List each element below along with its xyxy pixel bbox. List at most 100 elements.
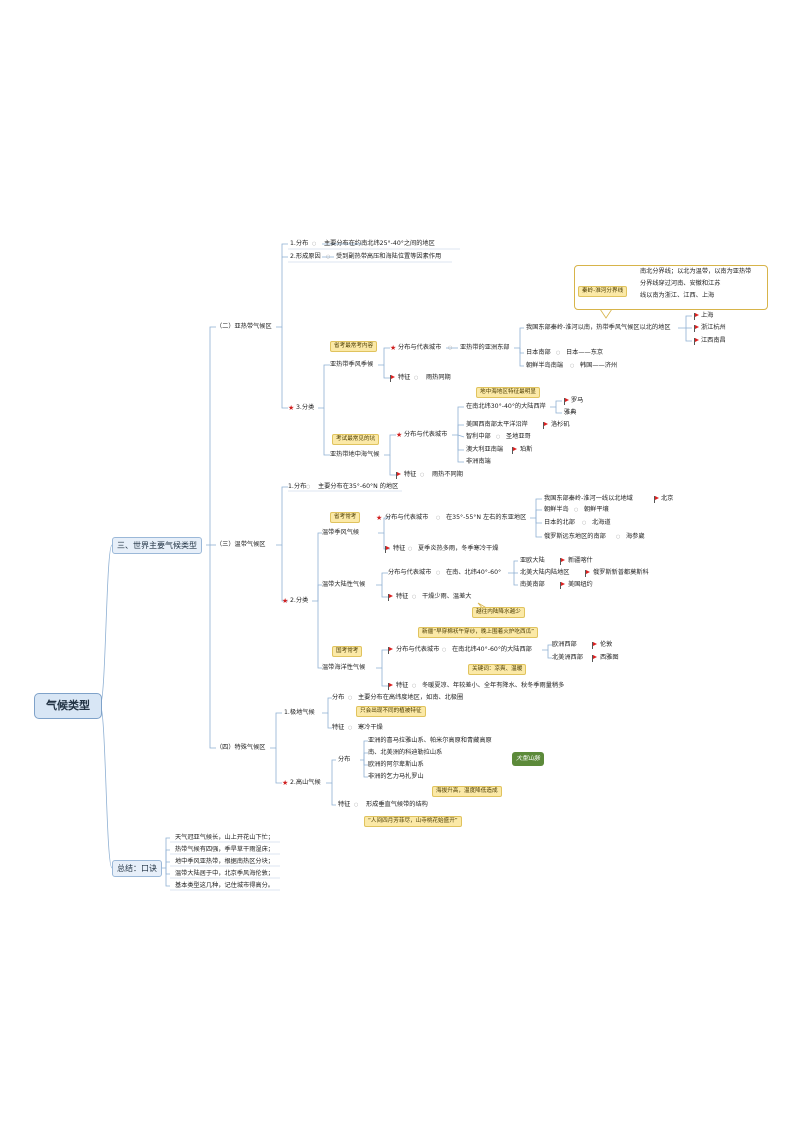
collapse-icon[interactable]: ○ xyxy=(574,507,579,513)
summary-line-4[interactable]: 温带大陆居于中，北京季风海伦敦； xyxy=(175,870,274,877)
alpine-climate[interactable]: 2.高山气候 xyxy=(290,779,321,786)
collapse-icon[interactable]: ○ xyxy=(616,534,621,540)
polar-feat-text[interactable]: 寒冷干燥 xyxy=(358,724,383,731)
collapse-icon[interactable]: ○ xyxy=(570,363,575,369)
city-perth[interactable]: 珀斯 xyxy=(520,446,533,453)
subtropical-monsoon-region[interactable]: 亚热带的亚洲东部 xyxy=(460,344,510,351)
continental-region[interactable]: 在南、北纬40°-60° xyxy=(446,569,502,576)
temperate-dist-text[interactable]: 主要分布在35°-60°N 的地区 xyxy=(318,483,399,490)
subtropical-dist-text[interactable]: 主要分布在约南北纬25°-40°之间的地区 xyxy=(324,240,435,247)
north-america-inland[interactable]: 北美大陆内陆地区 xyxy=(520,569,570,576)
city-rome[interactable]: 罗马 xyxy=(571,397,584,404)
subtropical-monsoon[interactable]: 亚热带季风季候 xyxy=(330,361,374,368)
subtropical-monsoon-feat-label[interactable]: 特征 xyxy=(398,374,411,381)
med-feat-text[interactable]: 雨热不同期 xyxy=(432,471,463,478)
city-newyork[interactable]: 美国纽约 xyxy=(568,581,593,588)
alpine-dist-2[interactable]: 南、北美洲的科迪勒拉山系 xyxy=(368,749,443,756)
temperate-monsoon-feat-text[interactable]: 夏季炎热多雨，冬季寒冷干燥 xyxy=(418,545,499,552)
continental-dist-label[interactable]: 分布与代表城市 xyxy=(388,569,432,576)
alpine-feat-text[interactable]: 形成垂直气候带的结构 xyxy=(366,801,428,808)
marine-feat-text[interactable]: 冬暖夏凉、年较差小、全年有降水、秋冬季雨量稍多 xyxy=(422,682,565,689)
europe-west[interactable]: 欧洲西部 xyxy=(552,641,577,648)
collapse-icon[interactable]: ○ xyxy=(420,472,425,478)
subtropical-monsoon-feat-text[interactable]: 雨热同期 xyxy=(426,374,451,381)
summary-line-5[interactable]: 基本类型这几种，记住城市得高分。 xyxy=(175,882,274,889)
collapse-icon[interactable]: ○ xyxy=(326,254,331,260)
collapse-icon[interactable]: ○ xyxy=(348,695,353,701)
city-la[interactable]: 洛杉矶 xyxy=(551,421,570,428)
korea-peninsula[interactable]: 朝鲜半岛 xyxy=(544,506,569,513)
collapse-icon[interactable]: ○ xyxy=(582,520,587,526)
med-africa[interactable]: 非洲南端 xyxy=(466,458,491,465)
polar-climate[interactable]: 1.极地气候 xyxy=(284,709,315,716)
city-hangzhou[interactable]: 浙江杭州 xyxy=(701,324,726,331)
summary-line-3[interactable]: 地中季风亚热带，根据南热区分块； xyxy=(175,858,274,865)
med-west-coast[interactable]: 在南北纬30°-40°的大陆西岸 xyxy=(466,403,546,410)
alpine-dist-4[interactable]: 非洲的乞力马扎罗山 xyxy=(368,773,424,780)
summary-line-2[interactable]: 热带气候有四强，季旱草干雨湿床； xyxy=(175,846,274,853)
korea-city[interactable]: 韩国——济州 xyxy=(580,362,618,369)
collapse-icon[interactable]: ○ xyxy=(312,241,317,247)
south-america-south[interactable]: 南美南部 xyxy=(520,581,545,588)
temperate-marine[interactable]: 温带海洋性气候 xyxy=(322,664,366,671)
city-hokkaido[interactable]: 北海道 xyxy=(592,519,611,526)
alpine-feat-label[interactable]: 特征 xyxy=(338,801,351,808)
subtropical-cause-label[interactable]: 2.形成原因 xyxy=(290,253,321,260)
temperate-title[interactable]: （三）温带气候区 xyxy=(216,541,266,548)
cn-south-region[interactable]: 我国东部秦岭-淮河以南，热带季风气候区以北的地区 xyxy=(526,324,671,331)
subtropical-class-label[interactable]: 3.分类 xyxy=(296,404,315,411)
russia-far-east[interactable]: 俄罗斯远东地区的南部 xyxy=(544,533,606,540)
med-us-west[interactable]: 美国西南部太平洋沿岸 xyxy=(466,421,528,428)
city-athens[interactable]: 雅典 xyxy=(564,409,577,416)
subtropical-monsoon-dist-label[interactable]: 分布与代表城市 xyxy=(398,344,442,351)
japan-north[interactable]: 日本的北部 xyxy=(544,519,575,526)
collapse-icon[interactable]: ○ xyxy=(408,546,413,552)
marine-feat-label[interactable]: 特征 xyxy=(396,682,409,689)
collapse-icon[interactable]: ○ xyxy=(436,515,441,521)
summary-line-1[interactable]: 天气冠亚气候长，山上开花山下忙； xyxy=(175,834,274,841)
alpine-dist-3[interactable]: 欧洲的阿尔卑斯山系 xyxy=(368,761,424,768)
temperate-monsoon-dist-label[interactable]: 分布与代表城市 xyxy=(385,514,429,521)
japan-city[interactable]: 日本——东京 xyxy=(566,349,604,356)
collapse-icon[interactable]: ○ xyxy=(496,434,501,440)
city-shanghai[interactable]: 上海 xyxy=(701,312,714,319)
collapse-icon[interactable]: ○ xyxy=(412,683,417,689)
city-kashgar[interactable]: 新疆喀什 xyxy=(568,557,593,564)
temperate-monsoon[interactable]: 温带季风气候 xyxy=(322,529,360,536)
cn-north-region[interactable]: 我国东部秦岭-淮河一线以北地域 xyxy=(544,495,633,502)
collapse-icon[interactable]: ○ xyxy=(306,484,311,490)
special-title[interactable]: （四）特殊气候区 xyxy=(216,744,266,751)
collapse-icon[interactable]: ○ xyxy=(448,345,453,351)
collapse-icon[interactable]: ○ xyxy=(354,802,359,808)
collapse-icon[interactable]: ○ xyxy=(412,594,417,600)
temperate-monsoon-region[interactable]: 在35°-55°N 左右的东亚地区 xyxy=(446,514,527,521)
temperate-class-label[interactable]: 2.分类 xyxy=(290,597,309,604)
city-seattle[interactable]: 西雅图 xyxy=(600,654,619,661)
temperate-dist-label[interactable]: 1.分布 xyxy=(288,483,307,490)
collapse-icon[interactable]: ○ xyxy=(436,570,441,576)
root-topic[interactable]: 气候类型 xyxy=(34,693,102,719)
collapse-icon[interactable]: ○ xyxy=(348,725,353,731)
collapse-icon[interactable]: ○ xyxy=(442,647,447,653)
med-chile[interactable]: 智利中部 xyxy=(466,433,491,440)
marine-dist-label[interactable]: 分布与代表城市 xyxy=(396,646,440,653)
alpine-dist-1[interactable]: 亚洲的喜马拉雅山系、帕米尔高原和青藏高原 xyxy=(368,737,492,744)
med-feat-label[interactable]: 特征 xyxy=(404,471,417,478)
japan-south[interactable]: 日本南部 xyxy=(526,349,551,356)
subtropical-med[interactable]: 亚热带地中海气候 xyxy=(330,451,380,458)
alpine-dist-label[interactable]: 分布 xyxy=(338,756,351,763)
city-beijing[interactable]: 北京 xyxy=(661,495,674,502)
continental-feat-label[interactable]: 特征 xyxy=(396,593,409,600)
polar-dist-text[interactable]: 主要分布在高纬度地区，如南、北极圈 xyxy=(358,694,464,701)
city-vladivostok[interactable]: 海参崴 xyxy=(626,533,645,540)
polar-feat-label[interactable]: 特征 xyxy=(332,724,345,731)
collapse-icon[interactable]: ○ xyxy=(414,375,419,381)
city-nanchang[interactable]: 江西南昌 xyxy=(701,337,726,344)
city-santiago[interactable]: 圣地亚哥 xyxy=(506,433,531,440)
subtropical-dist-label[interactable]: 1.分布 xyxy=(290,240,309,247)
city-pyongyang[interactable]: 朝鲜平壤 xyxy=(584,506,609,513)
marine-region[interactable]: 在南北纬40°-60°的大陆西部 xyxy=(452,646,532,653)
asia-europe[interactable]: 亚欧大陆 xyxy=(520,557,545,564)
subtropical-cause-text[interactable]: 受到副热带高压和海陆位置等因素作用 xyxy=(336,253,442,260)
korea-south[interactable]: 朝鲜半岛南端 xyxy=(526,362,564,369)
